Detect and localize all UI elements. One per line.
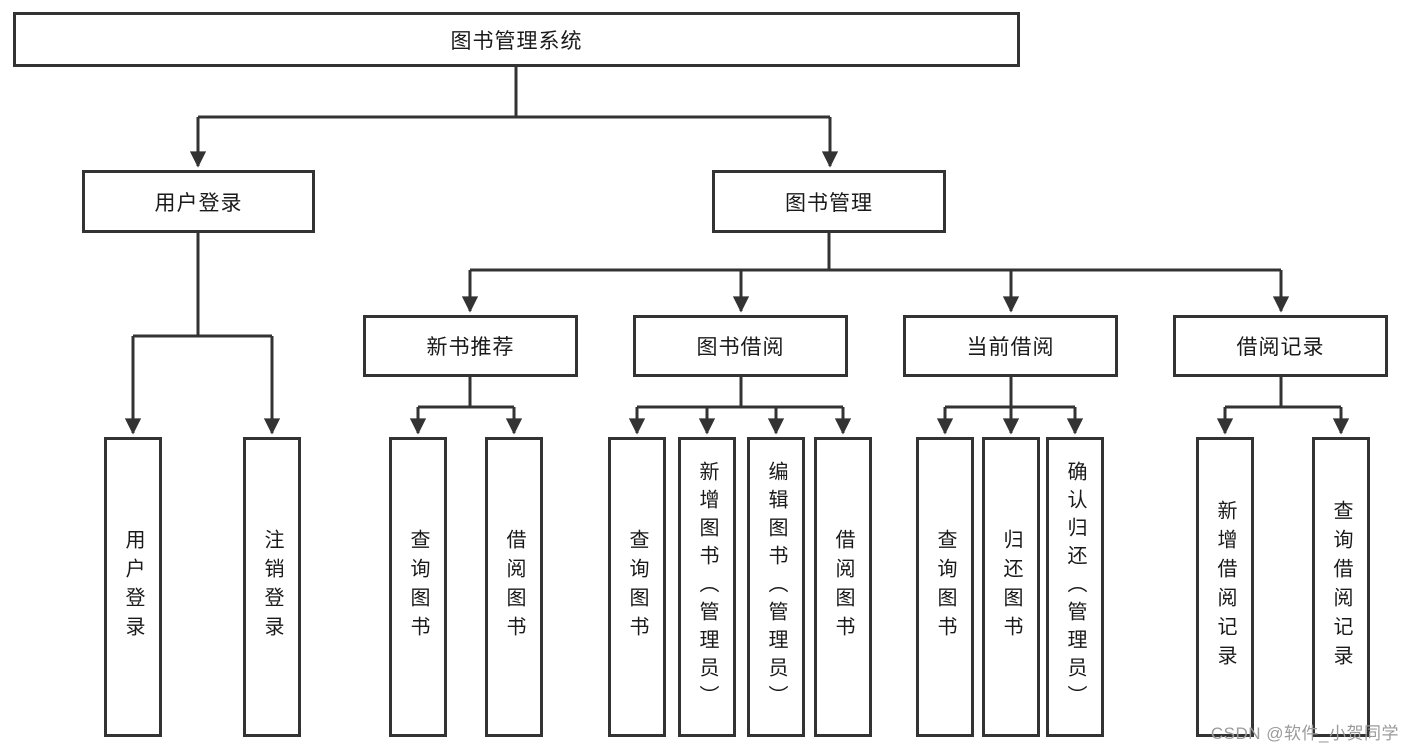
leaf-br-add-record-label: 新增借阅记录 <box>1214 500 1236 674</box>
node-book-borrowing: 图书借阅 <box>633 315 848 377</box>
node-library-system: 图书管理系统 <box>13 12 1020 67</box>
leaf-cb-return-books-label: 归还图书 <box>1000 529 1022 645</box>
node-user-login-label: 用户登录 <box>154 191 243 215</box>
node-book-management-label: 图书管理 <box>785 191 873 215</box>
leaf-cb-query-books-label: 查询图书 <box>934 529 956 645</box>
leaf-br-query-record-label: 查询借阅记录 <box>1330 500 1352 674</box>
node-new-book-recommend-label: 新书推荐 <box>426 336 515 359</box>
csdn-watermark: CSDN @软件_小贺同学 <box>1210 724 1399 743</box>
leaf-cb-confirm-return-admin-label: 确认归还（管理员） <box>1064 461 1086 713</box>
leaf-bb-borrow-books-label: 借阅图书 <box>832 529 854 645</box>
leaf-bb-edit-books-admin-label: 编辑图书（管理员） <box>765 461 787 713</box>
node-borrow-records: 借阅记录 <box>1173 315 1388 377</box>
leaf-bb-query-books-label: 查询图书 <box>626 529 648 645</box>
leaf-br-query-record: 查询借阅记录 <box>1312 437 1370 737</box>
node-book-borrowing-label: 图书借阅 <box>696 336 785 359</box>
node-current-borrowing-label: 当前借阅 <box>966 336 1055 359</box>
leaf-bb-add-books-admin: 新增图书（管理员） <box>678 437 736 737</box>
node-book-management: 图书管理 <box>712 170 946 233</box>
leaf-nbr-borrow-books: 借阅图书 <box>485 437 543 737</box>
leaf-cb-return-books: 归还图书 <box>982 437 1040 737</box>
leaf-user-login-label: 用户登录 <box>122 529 144 645</box>
node-current-borrowing: 当前借阅 <box>903 315 1118 377</box>
node-new-book-recommend: 新书推荐 <box>363 315 578 377</box>
leaf-user-login: 用户登录 <box>104 437 162 737</box>
leaf-bb-query-books: 查询图书 <box>608 437 666 737</box>
leaf-nbr-query-books-label: 查询图书 <box>407 529 429 645</box>
leaf-cb-query-books: 查询图书 <box>916 437 974 737</box>
leaf-bb-edit-books-admin: 编辑图书（管理员） <box>747 437 805 737</box>
node-user-login: 用户登录 <box>82 170 315 233</box>
leaf-bb-borrow-books: 借阅图书 <box>814 437 872 737</box>
leaf-br-add-record: 新增借阅记录 <box>1196 437 1254 737</box>
leaf-nbr-query-books: 查询图书 <box>389 437 447 737</box>
leaf-logout-label: 注销登录 <box>261 529 283 645</box>
leaf-nbr-borrow-books-label: 借阅图书 <box>503 529 525 645</box>
leaf-cb-confirm-return-admin: 确认归还（管理员） <box>1046 437 1104 737</box>
node-library-system-label: 图书管理系统 <box>450 29 583 53</box>
leaf-bb-add-books-admin-label: 新增图书（管理员） <box>696 461 718 713</box>
node-borrow-records-label: 借阅记录 <box>1236 336 1325 359</box>
leaf-logout: 注销登录 <box>243 437 301 737</box>
